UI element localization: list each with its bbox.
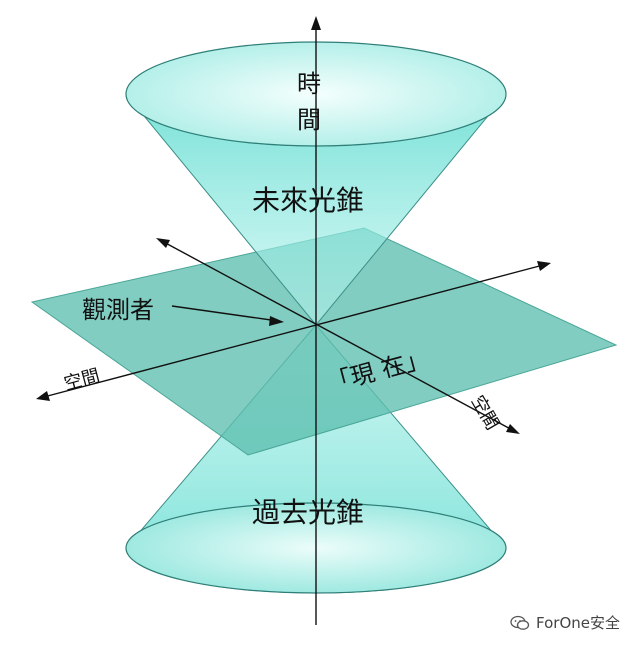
time-label-2: 間 xyxy=(297,106,321,134)
future-cone-label: 未來光錐 xyxy=(252,184,364,217)
space-label-left: 空間 xyxy=(62,365,102,395)
time-axis-arrowhead xyxy=(311,16,321,30)
watermark-text: ForOne安全 xyxy=(536,612,620,633)
wechat-icon xyxy=(510,615,530,631)
time-label-1: 時 xyxy=(297,70,321,98)
space-axis-2-arrow-left xyxy=(156,238,170,248)
observer-label: 觀測者 xyxy=(82,296,154,324)
space-axis-1-arrow-left xyxy=(36,391,50,401)
watermark: ForOne安全 xyxy=(510,612,620,633)
space-axis-2-arrow-right xyxy=(506,424,520,434)
past-cone-label: 過去光錐 xyxy=(252,496,364,529)
space-axis-1-arrow-right xyxy=(537,261,551,271)
space-label-right: 空間 xyxy=(467,392,503,434)
